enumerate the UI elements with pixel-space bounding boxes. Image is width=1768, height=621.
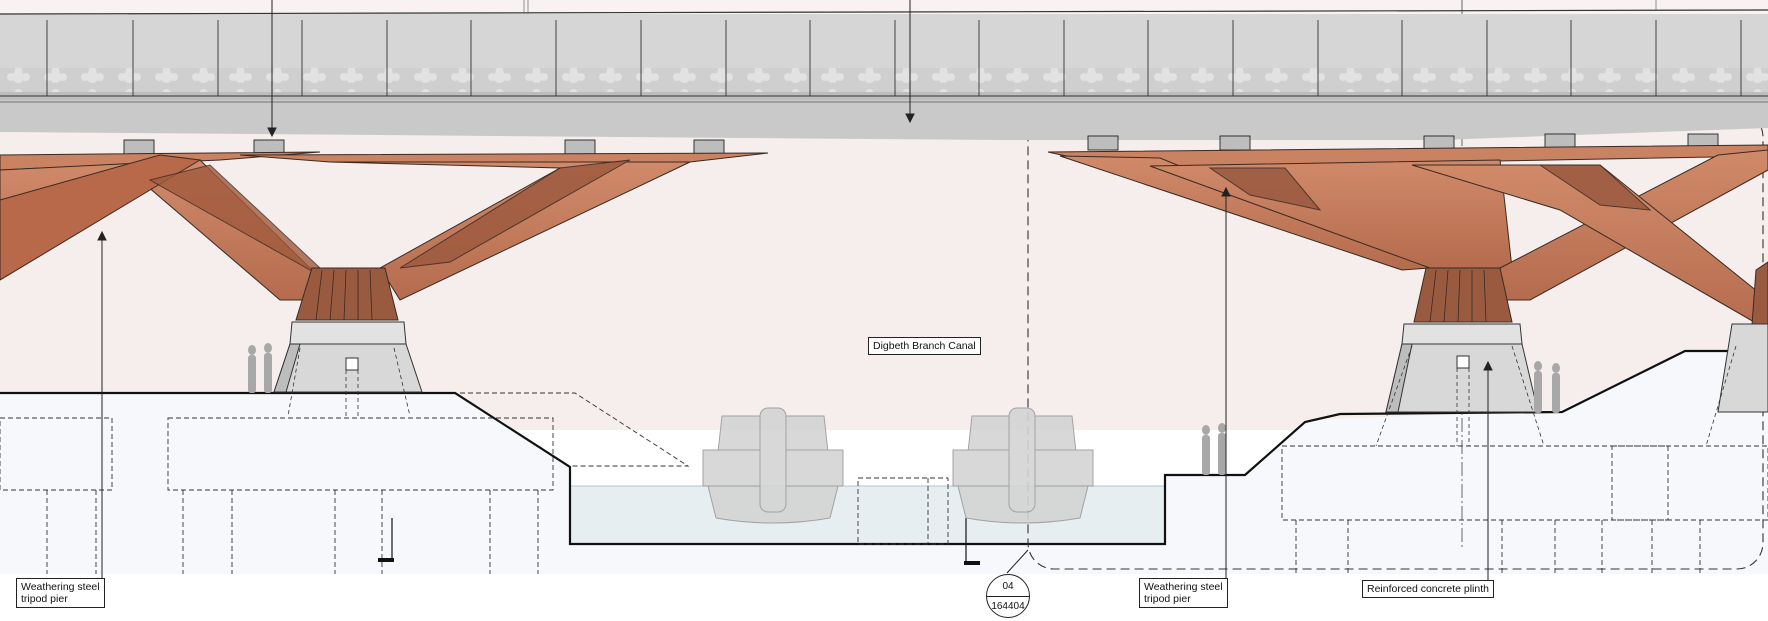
weathering-steel-pier-label-left: Weathering steel tripod pier xyxy=(16,578,105,608)
section-reference-marker[interactable]: 04 164404 xyxy=(986,574,1030,618)
pier-label-right-line-2: tripod pier xyxy=(1144,593,1191,605)
weathering-steel-pier-label-right: Weathering steel tripod pier xyxy=(1139,578,1228,608)
canal-label: Digbeth Branch Canal xyxy=(868,337,981,355)
bridge-bearings xyxy=(123,133,1719,155)
narrowboat-right xyxy=(952,407,1094,524)
bridge-deck xyxy=(0,0,1768,140)
pier-label-left-line-2: tripod pier xyxy=(21,593,68,605)
narrowboat-left xyxy=(702,407,844,524)
leader-lines xyxy=(97,0,1493,588)
section-reference-divider xyxy=(987,596,1029,597)
section-sheet-number: 164404 xyxy=(991,601,1025,612)
section-number: 04 xyxy=(1002,581,1014,592)
pier-label-right-line-1: Weathering steel xyxy=(1144,581,1223,593)
pier-label-left-line-1: Weathering steel xyxy=(21,581,100,593)
concrete-plinth-label-text: Reinforced concrete plinth xyxy=(1367,583,1489,595)
people-silhouettes xyxy=(248,343,1560,475)
foundation-dashed-right xyxy=(1281,445,1768,574)
concrete-plinth-right xyxy=(1375,323,1768,447)
ground-section-left xyxy=(0,350,1768,574)
canal-label-text: Digbeth Branch Canal xyxy=(873,340,976,352)
foundation-dashed-left xyxy=(0,392,949,574)
concrete-plinth-label: Reinforced concrete plinth xyxy=(1362,580,1494,598)
concrete-plinth-left xyxy=(273,321,423,417)
tripod-pier-left xyxy=(0,151,769,321)
tripod-pier-right xyxy=(1047,144,1768,331)
